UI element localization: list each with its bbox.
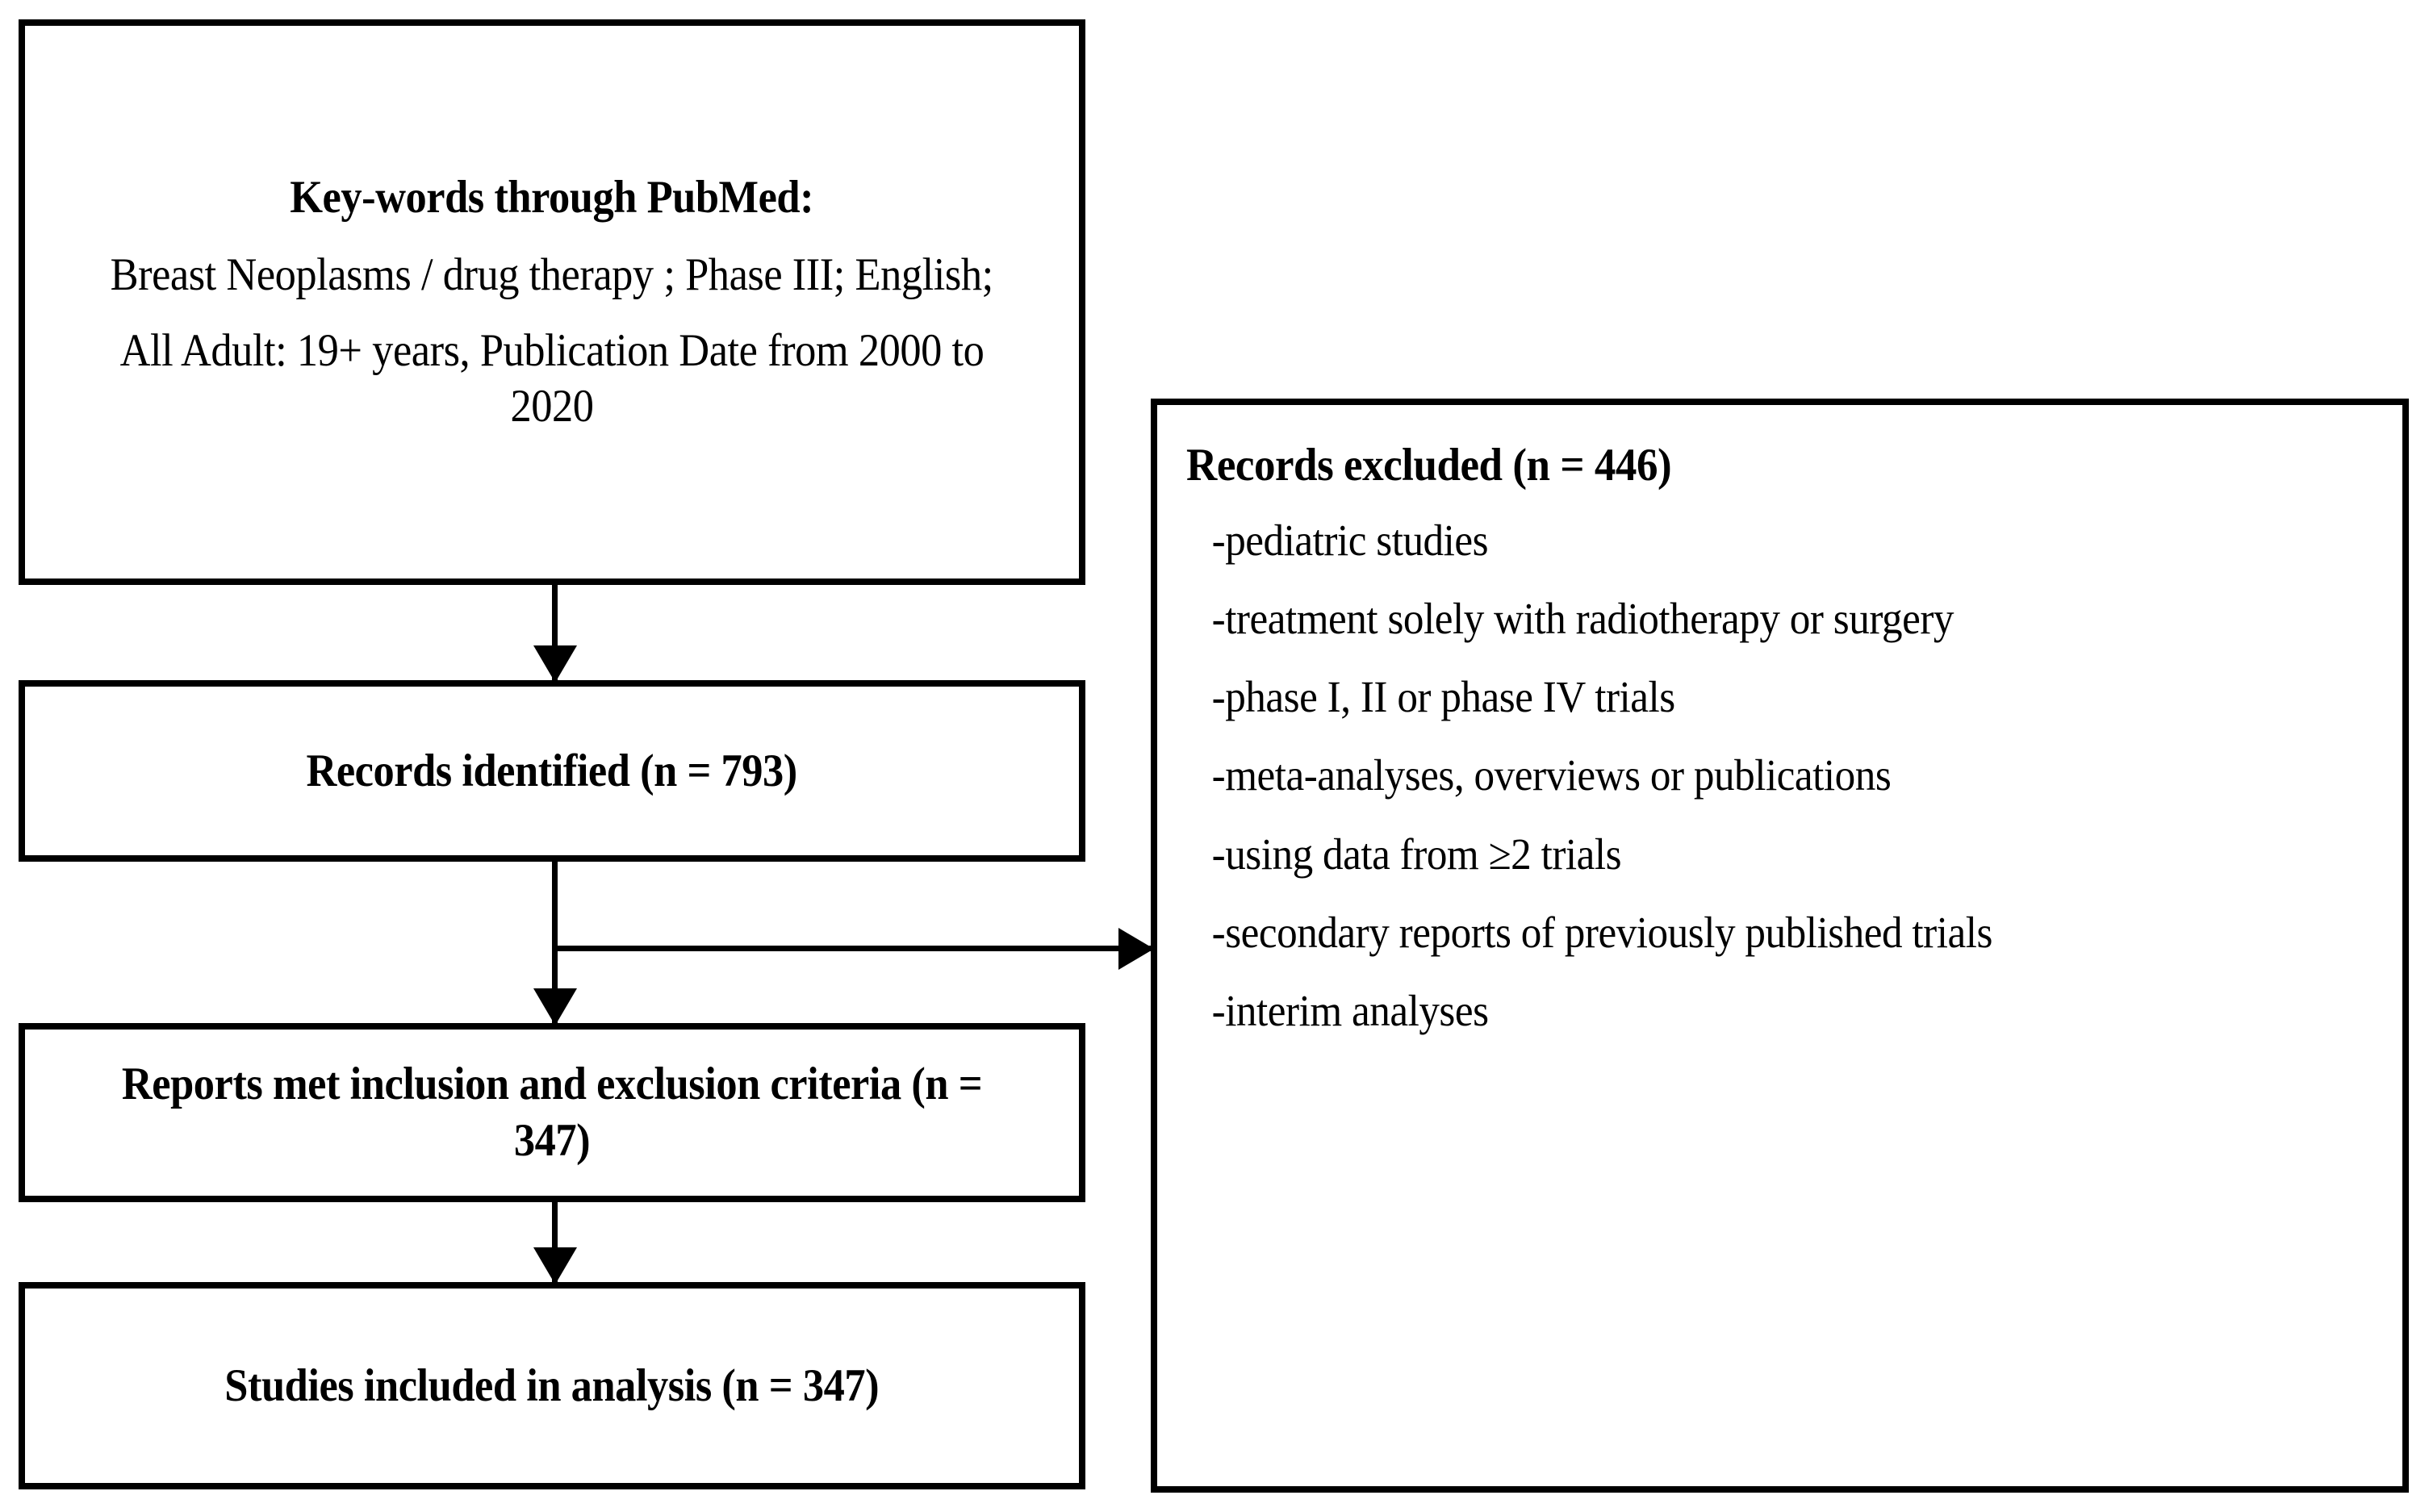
excluded-reason-item: -secondary reports of previously publish… [1211, 907, 1993, 957]
box-search-keywords: Key-words through PubMed: Breast Neoplas… [19, 19, 1085, 585]
arrow-down-icon [533, 988, 577, 1025]
connector-criteria-to-included [552, 1202, 558, 1284]
records-identified-label: Records identified (n = 793) [306, 745, 798, 796]
excluded-reason-item: -pediatric studies [1211, 515, 1489, 565]
excluded-reason-item: -using data from ≥2 trials [1211, 829, 1622, 879]
excluded-reason-item: -phase I, II or phase IV trials [1211, 672, 1676, 722]
keywords-line-1: Breast Neoplasms / drug therapy ; Phase … [110, 249, 994, 300]
excluded-reasons-list: -pediatric studies -treatment solely with… [1186, 515, 2381, 1037]
arrow-down-icon [533, 645, 577, 683]
excluded-reason-item: -meta-analyses, overviews or publication… [1211, 750, 1892, 800]
studies-included-label: Studies included in analysis (n = 347) [224, 1360, 880, 1411]
box-records-identified: Records identified (n = 793) [19, 680, 1085, 862]
box-reports-met-criteria: Reports met inclusion and exclusion crit… [19, 1023, 1085, 1202]
arrow-down-icon [533, 1247, 577, 1284]
box-studies-included: Studies included in analysis (n = 347) [19, 1282, 1085, 1489]
arrow-right-icon [1118, 928, 1154, 970]
excluded-reason-item: -interim analyses [1211, 986, 1489, 1036]
reports-criteria-label: Reports met inclusion and exclusion crit… [121, 1059, 983, 1166]
connector-identified-to-excluded [552, 946, 1156, 951]
excluded-reason-item: -treatment solely with radiotherapy or s… [1211, 593, 1954, 643]
records-excluded-heading: Records excluded (n = 446) [1186, 440, 1672, 491]
connector-keywords-to-identified [552, 585, 558, 682]
connector-identified-to-criteria [552, 862, 558, 1025]
keywords-heading: Key-words through PubMed: [290, 172, 814, 223]
box-records-excluded: Records excluded (n = 446) -pediatric st… [1151, 399, 2409, 1493]
keywords-line-2: All Adult: 19+ years, Publication Date f… [119, 324, 985, 432]
